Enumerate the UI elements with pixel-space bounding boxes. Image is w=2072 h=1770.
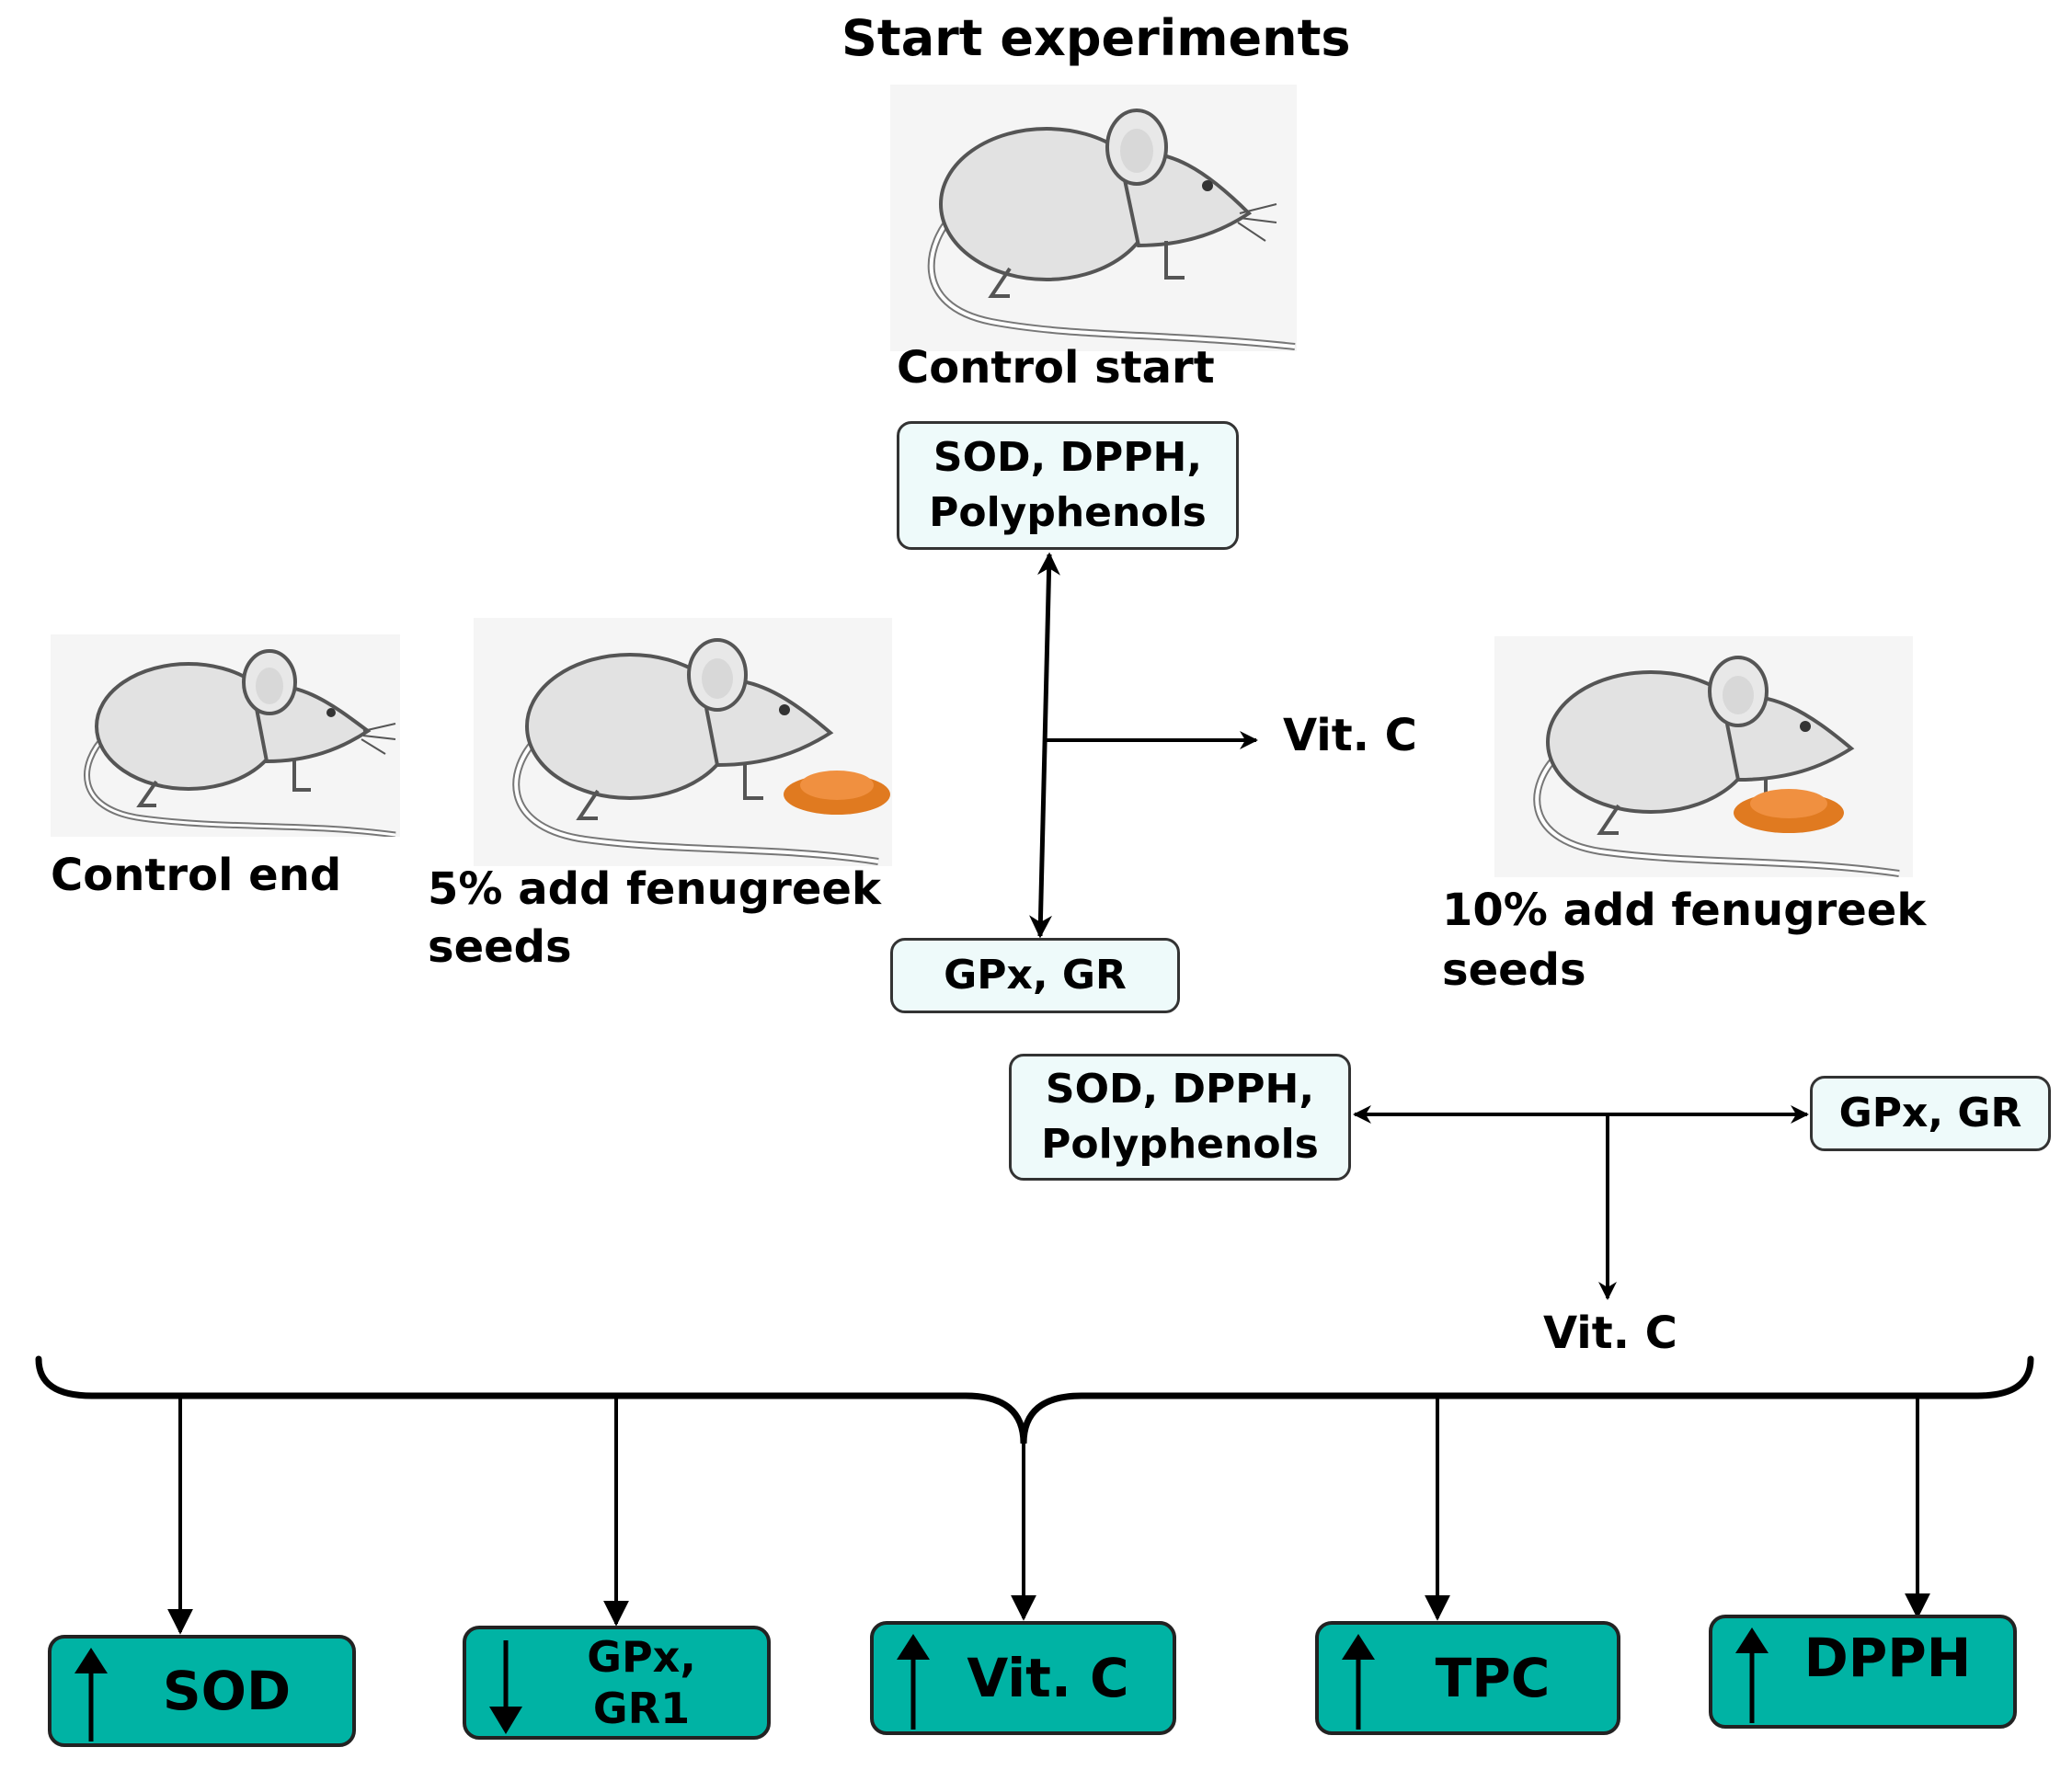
mouse-control-start-image (890, 85, 1297, 351)
box-mid-text: GPx, GR (944, 952, 1127, 999)
box-low-line2: Polyphenols (1041, 1121, 1319, 1168)
label-control-end: Control end (51, 850, 342, 901)
label-10pct-line1: 10% add fenugreek (1442, 885, 1927, 936)
down-arrow-icon (489, 1640, 522, 1734)
box-low-right-text: GPx, GR (1838, 1090, 2022, 1136)
outcome-sod-label: SOD (162, 1660, 292, 1722)
mouse-10pct-fenugreek-image (1494, 636, 1913, 877)
mouse-control-end-image (51, 634, 400, 837)
label-low-vitc: Vit. C (1543, 1308, 1677, 1359)
label-5pct-line1: 5% add fenugreek (428, 863, 881, 915)
up-arrow-icon (74, 1648, 108, 1741)
outcome-gpx-line2: GR1 (592, 1684, 691, 1733)
up-arrow-icon (897, 1634, 930, 1730)
outcome-tpc: TPC (1315, 1621, 1620, 1735)
up-arrow-icon (1735, 1627, 1769, 1723)
box-low-sod-dpph-polyphenols: SOD, DPPH, Polyphenols (1009, 1054, 1351, 1181)
outcome-vitc-label: Vit. C (967, 1647, 1129, 1709)
box-low-line1: SOD, DPPH, (1045, 1066, 1315, 1113)
outcome-gpx-gr1: GPx, GR1 (463, 1626, 771, 1740)
diagram-title: Start experiments (841, 9, 1351, 67)
outcome-vitc: Vit. C (870, 1621, 1176, 1735)
mouse-5pct-fenugreek-image (474, 618, 892, 866)
box-top-sod-dpph-polyphenols: SOD, DPPH, Polyphenols (897, 421, 1239, 550)
outcome-gpx-label: GPx, GR1 (531, 1629, 752, 1736)
summary-brace (35, 1355, 2034, 1445)
up-arrow-icon (1342, 1634, 1375, 1730)
outcome-sod: SOD (48, 1635, 356, 1747)
outcome-dpph: DPPH (1709, 1615, 2017, 1729)
label-10pct-line2: seeds (1442, 944, 1586, 996)
box-top-line2: Polyphenols (929, 489, 1207, 536)
outcome-tpc-label: TPC (1435, 1647, 1551, 1709)
label-control-start: Control start (897, 342, 1215, 394)
box-low-right-gpx-gr: GPx, GR (1810, 1076, 2051, 1151)
label-mid-vitc: Vit. C (1283, 710, 1417, 761)
outcome-gpx-line1: GPx, (587, 1632, 696, 1682)
outcome-dpph-label: DPPH (1803, 1627, 1972, 1689)
arrow-top-double (1029, 552, 1060, 939)
label-5pct-line2: seeds (428, 921, 572, 973)
box-top-line1: SOD, DPPH, (933, 434, 1203, 481)
box-mid-gpx-gr: GPx, GR (890, 938, 1180, 1013)
